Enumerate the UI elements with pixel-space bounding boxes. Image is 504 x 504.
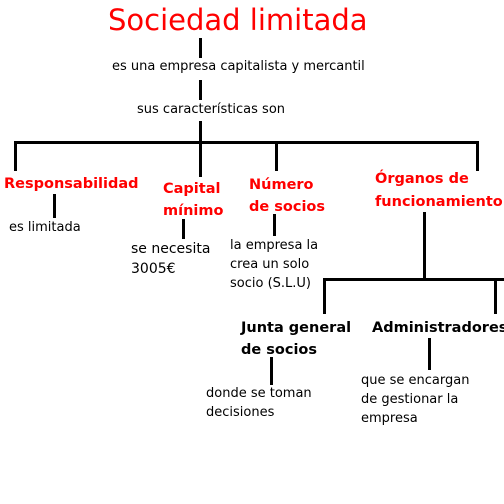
detail-numero-line-1: la empresa la — [230, 238, 319, 253]
organ-junta-general: Junta general de socios — [241, 317, 351, 361]
drop-responsabilidad — [14, 141, 17, 171]
organs-horizontal-bar — [323, 278, 504, 281]
category-capital-minimo: Capital mínimo — [163, 178, 224, 222]
category-capital-line-1: Capital — [163, 181, 221, 197]
connector-title-to-subtitle — [199, 38, 202, 58]
detail-responsabilidad-line-1: es limitada — [9, 220, 81, 235]
connector-junta-detail — [270, 357, 273, 385]
category-numero-line-1: Número — [249, 177, 314, 193]
detail-numero-line-2: crea un solo — [230, 257, 310, 272]
drop-numero — [275, 141, 278, 171]
detail-capital-line-1: se necesita — [131, 241, 211, 257]
drop-organos — [476, 141, 479, 171]
category-numero-de-socios: Número de socios — [249, 174, 325, 218]
category-responsabilidad: Responsabilidad — [4, 174, 139, 194]
detail-junta-line-1: donde se toman — [206, 386, 312, 401]
detail-capital-line-2: 3005€ — [131, 261, 176, 277]
detail-administradores-line-2: de gestionar la — [361, 392, 459, 407]
diagram-title: Sociedad limitada — [108, 3, 368, 37]
connector-administradores-detail — [428, 338, 431, 370]
category-organos-de-funcionamiento: Órganos de funcionamiento — [375, 168, 503, 214]
detail-responsabilidad: es limitada — [9, 218, 81, 237]
detail-administradores-line-1: que se encargan — [361, 373, 470, 388]
detail-administradores: que se encargan de gestionar la empresa — [361, 371, 469, 428]
drop-junta — [323, 278, 326, 314]
connector-organos-down — [423, 212, 426, 280]
subtitle-text: es una empresa capitalista y mercantil — [112, 59, 365, 74]
connector-responsabilidad-detail — [53, 194, 56, 218]
organ-administradores-line-1: Administradores — [372, 320, 504, 336]
category-capital-line-2: mínimo — [163, 203, 224, 219]
main-horizontal-bar — [14, 141, 479, 144]
drop-capital — [199, 141, 202, 177]
category-organos-line-2: funcionamiento — [375, 194, 503, 210]
category-organos-line-1: Órganos de — [375, 171, 469, 187]
organ-junta-line-2: de socios — [241, 342, 318, 358]
detail-capital-minimo: se necesita 3005€ — [131, 239, 210, 279]
connector-capital-detail — [182, 219, 185, 239]
organ-junta-line-1: Junta general — [241, 320, 352, 336]
category-responsabilidad-label: Responsabilidad — [4, 176, 139, 192]
detail-numero-line-3: socio (S.L.U) — [230, 276, 311, 291]
connector-subtitle-to-intro — [199, 80, 202, 100]
detail-junta-general: donde se toman decisiones — [206, 384, 312, 422]
detail-junta-line-2: decisiones — [206, 405, 275, 420]
organ-administradores: Administradores — [372, 317, 504, 339]
intro-text: sus características son — [137, 102, 286, 117]
category-numero-line-2: de socios — [249, 199, 326, 215]
detail-numero-de-socios: la empresa la crea un solo socio (S.L.U) — [230, 236, 318, 293]
connector-intro-to-bar — [199, 121, 202, 143]
drop-administradores — [494, 278, 497, 314]
detail-administradores-line-3: empresa — [361, 411, 418, 426]
connector-numero-detail — [273, 214, 276, 236]
